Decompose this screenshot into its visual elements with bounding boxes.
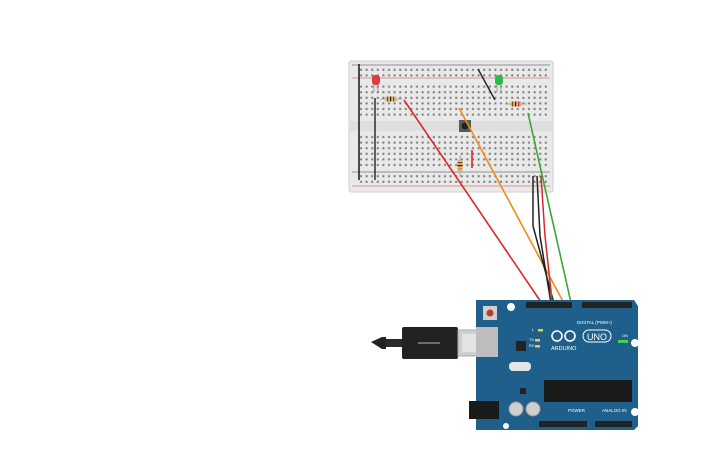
capacitor-2 [525, 401, 541, 417]
power-label: POWER [568, 408, 586, 413]
pushbutton[interactable] [459, 120, 471, 132]
on-label: ON [622, 334, 628, 338]
pushbutton-cap [461, 122, 469, 130]
mount-hole-1 [507, 303, 515, 311]
breadboard[interactable] [348, 60, 554, 193]
power-header [539, 421, 587, 427]
wire-black-gnd-top[interactable] [532, 176, 556, 308]
top-rail-holes [357, 67, 547, 77]
resistor-3[interactable] [457, 155, 463, 177]
rx-label: RX [529, 344, 535, 348]
led-red[interactable] [372, 75, 380, 92]
crystal [509, 362, 531, 371]
wire-red-led[interactable] [403, 99, 544, 306]
resistor-1[interactable] [380, 96, 402, 102]
led-green[interactable] [495, 75, 503, 92]
reset-button-cap [486, 309, 494, 317]
breadboard-wires [358, 64, 496, 180]
l-label: L [532, 328, 534, 332]
led-red-body [372, 75, 380, 85]
power-jack [469, 401, 499, 419]
mount-hole-2 [631, 339, 639, 347]
digital-label: DIGITAL (PWM~) [577, 320, 612, 325]
mount-hole-4 [503, 423, 509, 429]
tx-label: TX [529, 338, 534, 342]
digital-header-left [526, 302, 572, 308]
regulator-chip [520, 388, 526, 394]
led-tx-indicator [535, 339, 540, 342]
led-rx-indicator [535, 345, 540, 348]
analog-label: ANALOG IN [602, 408, 627, 413]
usb-strain-relief [386, 339, 402, 347]
resistor-2[interactable] [505, 101, 527, 107]
led-l-indicator [538, 329, 543, 332]
led-green-body [495, 75, 503, 85]
wire-orange-button[interactable] [458, 107, 567, 308]
usb-cable-end [371, 337, 386, 349]
digital-header-right [582, 302, 632, 308]
model-text: UNO [587, 332, 607, 342]
capacitor-1 [508, 401, 524, 417]
top-black-jumper[interactable] [477, 68, 496, 101]
arduino-logo-icon [551, 330, 576, 342]
arduino-logo-text: ARDUINO [551, 346, 577, 352]
usb-chip [516, 341, 526, 351]
lower-terminal-holes [357, 134, 547, 168]
board-usb-port [476, 327, 498, 357]
uno-badge [582, 329, 612, 343]
upper-terminal-holes [357, 84, 547, 118]
wire-green-led[interactable] [527, 112, 573, 308]
atmega-chip [544, 380, 632, 402]
arduino-uno[interactable]: ARDUINO UNO DIGITAL (PWM~) ANALOG IN POW… [469, 300, 639, 430]
mount-hole-3 [631, 408, 639, 416]
analog-header [595, 421, 632, 427]
center-channel [350, 121, 552, 131]
led-on-indicator [618, 340, 628, 343]
bottom-rail-holes [357, 174, 547, 184]
